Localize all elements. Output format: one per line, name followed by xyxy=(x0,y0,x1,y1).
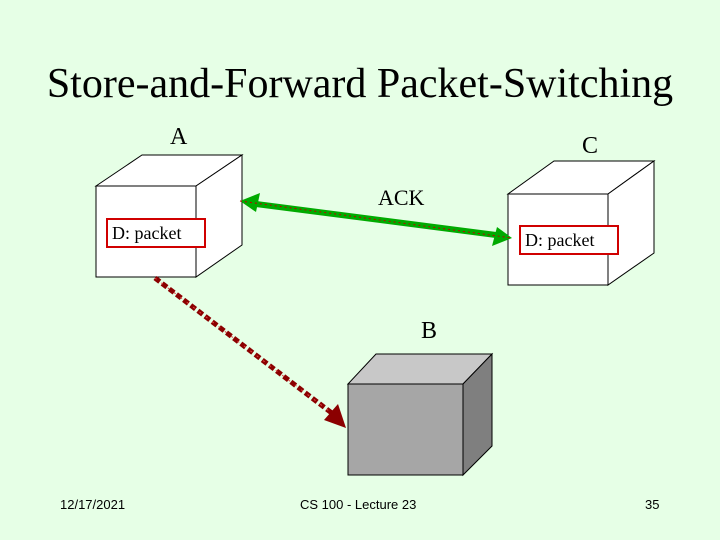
footer-page-number: 35 xyxy=(645,497,660,512)
ack-label: ACK xyxy=(378,185,425,210)
footer-course: CS 100 - Lecture 23 xyxy=(300,497,417,512)
node-c-box xyxy=(506,160,656,286)
node-a-label: A xyxy=(170,124,188,150)
ack-arrow xyxy=(239,193,513,246)
slide-title: Store-and-Forward Packet-Switching xyxy=(46,61,674,107)
transfer-arrow-a-to-b xyxy=(153,276,346,428)
node-c-packet: D: packet xyxy=(519,225,619,255)
node-c-label: C xyxy=(582,133,599,159)
node-b-box xyxy=(346,352,494,477)
node-b-label: B xyxy=(421,318,438,344)
node-a-packet: D: packet xyxy=(106,218,206,248)
footer-date: 12/17/2021 xyxy=(60,497,126,512)
node-a-box xyxy=(94,154,244,278)
